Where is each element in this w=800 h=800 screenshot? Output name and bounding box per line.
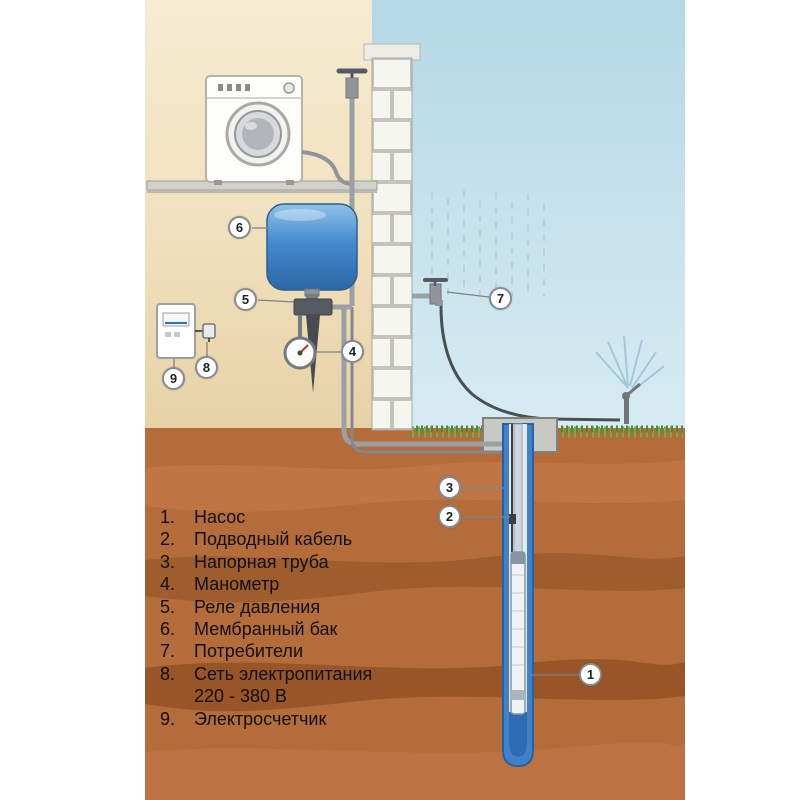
legend-number: 9.	[160, 708, 176, 729]
legend-item: 7. Потребители	[160, 640, 450, 662]
legend: 1. Насос 2. Подводный кабель 3. Напорная…	[160, 506, 450, 730]
legend-label: Мембранный бак	[194, 619, 338, 640]
power-plug	[195, 323, 216, 342]
legend-label-line2: 220 - 380 В	[194, 686, 288, 707]
legend-label: Насос	[194, 507, 246, 527]
legend-item: 8. Сеть электропитания 220 - 380 В	[160, 663, 450, 708]
well-casing	[502, 423, 534, 768]
dial-knob	[283, 82, 295, 94]
callout-3: 3	[438, 476, 461, 499]
leader-lines	[173, 227, 579, 676]
legend-label: Манометр	[194, 574, 280, 595]
legend-label: Подводный кабель	[194, 529, 353, 550]
soil-layer-dark	[145, 553, 685, 603]
legend-item: 1. Насос	[160, 506, 450, 528]
pipes	[341, 307, 503, 454]
callout-4: 4	[341, 340, 364, 363]
legend-number: 3.	[160, 551, 176, 572]
legend-number: 5.	[160, 596, 176, 617]
legend-label: Сеть электропитания 220 - 380 В	[194, 663, 450, 708]
legend-item: 6. Мембранный бак	[160, 618, 450, 640]
callout-1: 1	[579, 663, 602, 686]
pressure-gauge	[283, 315, 317, 370]
legend-number: 1.	[160, 507, 176, 527]
brick-wall	[363, 43, 421, 431]
legend-item: 3. Напорная труба	[160, 551, 450, 573]
legend-number: 6.	[160, 619, 176, 640]
callout-2: 2	[438, 505, 461, 528]
legend-label: Реле давления	[194, 596, 321, 617]
sprinkler	[595, 335, 665, 424]
well-water	[509, 712, 527, 757]
callout-5: 5	[234, 288, 257, 311]
control-buttons	[218, 84, 250, 91]
legend-label: Электросчетчик	[194, 708, 327, 729]
callout-6: 6	[228, 216, 251, 239]
spray-lines	[431, 190, 545, 296]
electric-meter	[156, 303, 196, 359]
legend-number: 7.	[160, 641, 176, 662]
legend-label: Напорная труба	[194, 551, 329, 572]
soil-layer-light	[145, 460, 685, 512]
legend-item: 2. Подводный кабель	[160, 528, 450, 550]
soil-layer-bottom	[145, 742, 685, 800]
callout-9: 9	[162, 367, 185, 390]
callout-8: 8	[195, 356, 218, 379]
legend-number: 2.	[160, 529, 176, 550]
submersible-pump	[510, 551, 526, 715]
membrane-tank	[266, 203, 358, 297]
legend-item: 9. Электросчетчик	[160, 708, 450, 730]
riser-pipe	[513, 423, 523, 555]
ground	[145, 428, 685, 800]
callout-7: 7	[489, 287, 512, 310]
legend-item: 5. Реле давления	[160, 596, 450, 618]
legend-number: 4.	[160, 574, 176, 595]
legend-number: 8.	[160, 663, 176, 684]
outdoor-tap	[412, 278, 448, 306]
legend-item: 4. Манометр	[160, 573, 450, 595]
washing-machine	[205, 75, 353, 186]
legend-label: Потребители	[194, 641, 303, 662]
legend-label-line1: Сеть электропитания	[194, 663, 373, 684]
soil-layer-dark2	[145, 659, 685, 712]
machine-hose	[301, 150, 353, 186]
